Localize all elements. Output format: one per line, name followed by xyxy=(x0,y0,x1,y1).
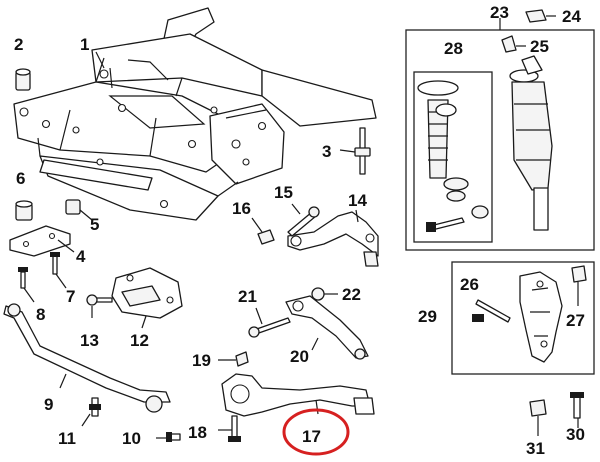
callout-6: 6 xyxy=(16,169,25,188)
strut-assembly-box-23 xyxy=(405,18,595,251)
callout-3: 3 xyxy=(322,142,331,161)
bolt-21 xyxy=(248,307,291,338)
front-subframe xyxy=(13,7,377,221)
callout-23: 23 xyxy=(490,3,509,22)
bracket-4 xyxy=(9,225,75,257)
mount-12 xyxy=(111,267,183,329)
callout-19: 19 xyxy=(192,351,211,370)
callout-14: 14 xyxy=(348,191,367,210)
bolt-18 xyxy=(218,415,241,442)
callout-9: 9 xyxy=(44,395,53,414)
bolt-25 xyxy=(501,35,526,53)
bolt-26 xyxy=(472,299,511,323)
callout-31: 31 xyxy=(526,439,545,458)
callout-26: 26 xyxy=(460,275,479,294)
bolt-3 xyxy=(339,127,371,175)
callout-2: 2 xyxy=(14,35,23,54)
callout-18: 18 xyxy=(188,423,207,442)
strut-boot-box-28 xyxy=(413,71,493,243)
callout-12: 12 xyxy=(130,331,149,350)
callout-5: 5 xyxy=(90,215,99,234)
nut-27 xyxy=(571,265,587,306)
upper-control-arm-14 xyxy=(287,209,379,267)
callout-10: 10 xyxy=(122,429,141,448)
bolt-11 xyxy=(81,397,101,427)
bracket-29 xyxy=(519,271,563,363)
stabilizer-bar-9 xyxy=(3,303,171,413)
callout-30: 30 xyxy=(566,425,585,444)
callout-25: 25 xyxy=(530,37,549,56)
callout-29: 29 xyxy=(418,307,437,326)
nut-24 xyxy=(525,9,556,23)
callout-20: 20 xyxy=(290,347,309,366)
highlight-ring xyxy=(282,408,350,456)
callout-16: 16 xyxy=(232,199,251,218)
bolt-30 xyxy=(570,392,584,428)
bolt-15 xyxy=(287,203,320,237)
lower-control-arm-17 xyxy=(221,373,375,417)
bracket-box-29 xyxy=(451,261,595,375)
callout-15: 15 xyxy=(274,183,293,202)
callout-8: 8 xyxy=(36,305,45,324)
callout-24: 24 xyxy=(562,7,581,26)
callout-7: 7 xyxy=(66,287,75,306)
callout-1: 1 xyxy=(80,35,89,54)
bushing-5 xyxy=(65,199,93,221)
callout-4: 4 xyxy=(76,247,86,266)
nut-31 xyxy=(529,399,547,436)
callout-28: 28 xyxy=(444,39,463,58)
callout-27: 27 xyxy=(566,311,585,330)
nut-16 xyxy=(251,217,275,245)
callout-21: 21 xyxy=(238,287,257,306)
nut-19 xyxy=(218,351,249,367)
lower-arm-20 xyxy=(285,295,369,360)
callout-13: 13 xyxy=(80,331,99,350)
callout-22: 22 xyxy=(342,285,361,304)
bushing-2 xyxy=(15,68,31,91)
bolt-8 xyxy=(18,267,35,303)
bolt-7 xyxy=(50,252,67,289)
bolt-10 xyxy=(156,432,181,442)
dust-boot-28 xyxy=(417,80,489,232)
callout-11: 11 xyxy=(58,429,76,448)
bushing-6 xyxy=(15,200,33,221)
callout-17: 17 xyxy=(302,427,321,446)
bolt-13 xyxy=(86,294,113,318)
nut-22 xyxy=(311,287,338,301)
air-strut xyxy=(509,55,553,231)
